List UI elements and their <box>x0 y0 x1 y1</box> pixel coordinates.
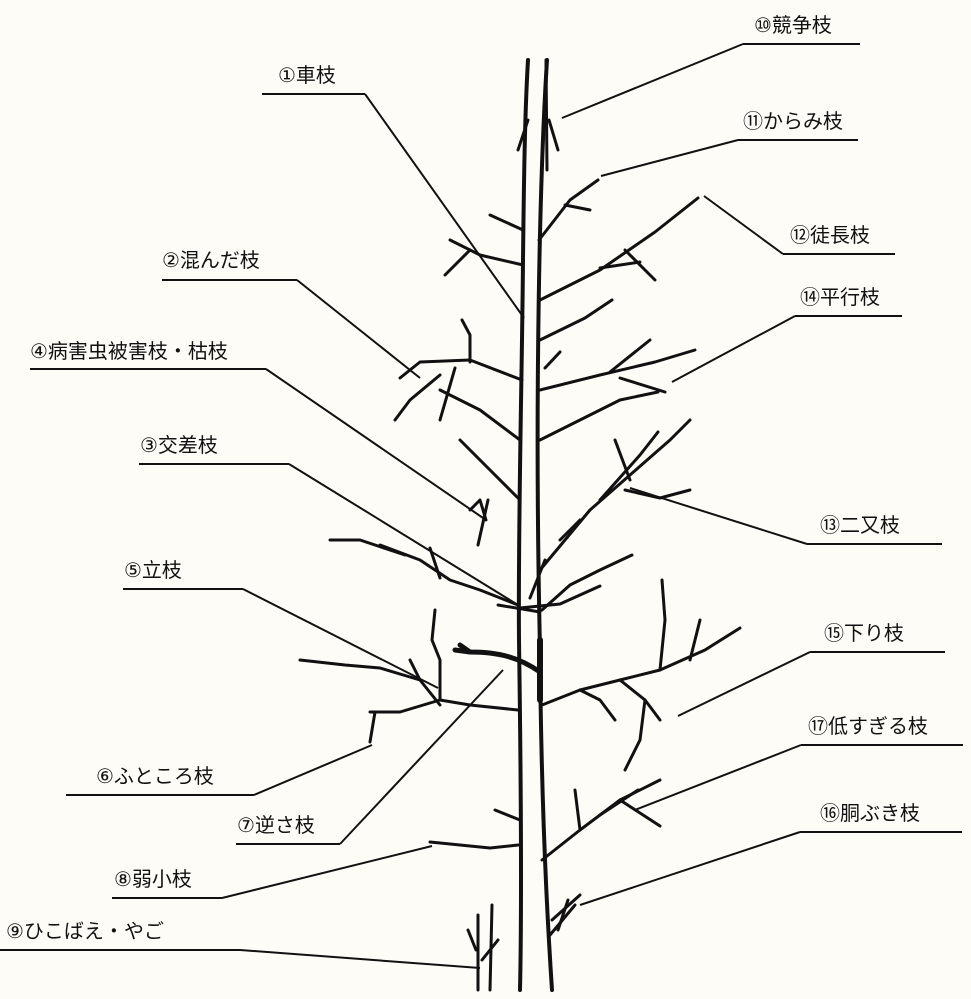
trunk <box>516 58 554 992</box>
label-pest-dead-branch: ④病害虫被害枝・枯枝 <box>30 339 228 363</box>
label-upright-branch: ⑤立枝 <box>124 558 182 582</box>
label-tangled-branch: ⑪からみ枝 <box>743 109 843 133</box>
reverse-branch <box>452 642 543 675</box>
mid-right-branches <box>538 390 692 572</box>
label-sucker: ⑨ひこばえ・やご <box>6 919 164 943</box>
tree-illustration <box>298 58 742 992</box>
label-crossing-branch: ③交差枝 <box>140 433 218 457</box>
label-forked-branch: ⑬二又枝 <box>820 513 900 537</box>
label-too-low-branch: ⑰低すぎる枝 <box>808 714 928 738</box>
label-weak-branch: ⑧弱小枝 <box>114 867 192 891</box>
label-inner-branch: ⑥ふところ枝 <box>96 764 214 788</box>
label-trunk-sprout: ⑯胴ぶき枝 <box>820 801 920 825</box>
label-reverse-branch: ⑦逆さ枝 <box>237 813 315 837</box>
label-crowded-branch: ②混んだ枝 <box>162 248 260 272</box>
label-water-sprout: ⑫徒長枝 <box>790 223 870 247</box>
upper-branches <box>443 178 700 394</box>
competing-leader <box>516 58 560 172</box>
low-branches <box>428 778 662 862</box>
label-parallel-branch: ⑭平行枝 <box>800 285 880 309</box>
crossing-branches <box>328 538 634 614</box>
label-drooping-branch: ⑮下り枝 <box>824 621 904 645</box>
lower-left-branches <box>298 608 520 744</box>
labels: ①車枝 ②混んだ枝 ④病害虫被害枝・枯枝 ③交差枝 ⑤立枝 ⑥ふところ枝 ⑦逆さ… <box>6 13 928 943</box>
trunk-sprouts <box>548 893 582 937</box>
label-main-branch: ①車枝 <box>278 63 336 87</box>
lower-right-branches <box>540 578 742 772</box>
label-competing-branch: ⑩競争枝 <box>754 13 832 37</box>
leader-lines <box>0 43 963 969</box>
mid-left-branches <box>393 318 524 547</box>
base-sucker <box>466 903 500 992</box>
